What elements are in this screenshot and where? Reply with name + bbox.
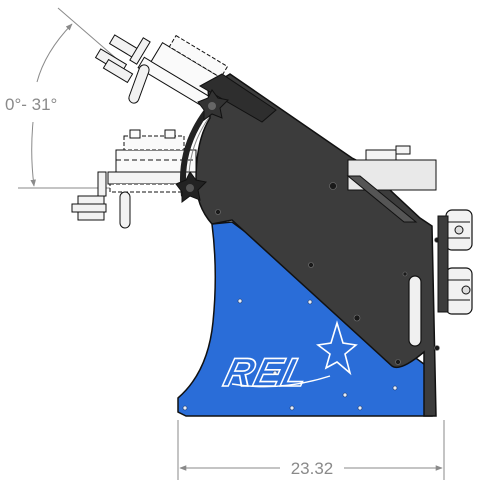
- angle-dimension-label: 0°- 31°: [5, 95, 57, 114]
- logo-text: REL: [220, 350, 314, 395]
- gray-body: [175, 73, 440, 417]
- upper-housing: [198, 73, 277, 123]
- upper-roller: [445, 209, 473, 251]
- rel-logo: REL: [219, 320, 358, 396]
- angle-dimension: 0°- 31°: [5, 7, 119, 189]
- lower-crank-handle: [71, 171, 131, 229]
- body-bolts: [215, 182, 440, 365]
- gray-body-plate: [195, 73, 437, 417]
- lower-housing-slope: [346, 175, 418, 223]
- lower-star-knob: [175, 171, 208, 203]
- logo-star-icon: [315, 320, 358, 376]
- angle-arc-bottom: [30, 121, 36, 187]
- lower-roller: [445, 267, 473, 315]
- upper-star-knob: [197, 89, 230, 121]
- width-dimension: 23.32: [177, 420, 445, 480]
- angle-arc-top: [36, 23, 73, 83]
- blue-frame-body: [177, 221, 433, 417]
- roller-mount: [437, 215, 449, 313]
- adjustment-slot: [408, 275, 422, 347]
- angle-extension-line-upper: [57, 7, 119, 61]
- lower-head-outline: [107, 129, 205, 193]
- width-dimension-label: 23.32: [291, 459, 334, 478]
- logo-swoosh: [231, 375, 331, 388]
- upper-crank-handle: [94, 34, 151, 104]
